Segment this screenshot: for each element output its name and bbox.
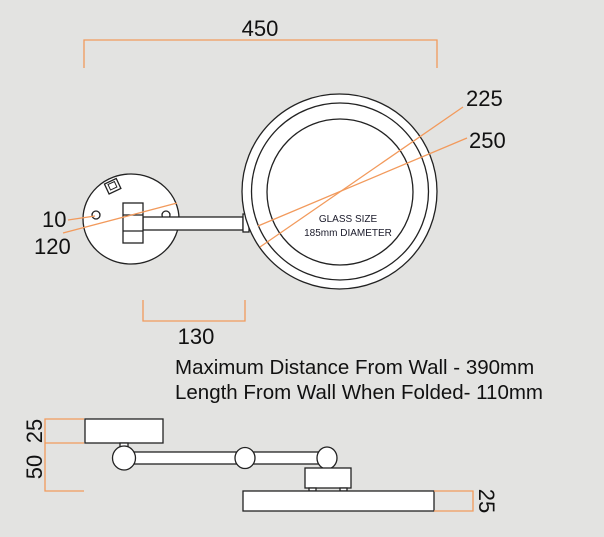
joint-middle xyxy=(234,446,256,470)
plate-slot xyxy=(103,177,122,195)
diameter-225-line xyxy=(259,106,464,248)
mirror-mount xyxy=(304,467,352,489)
height-dimension-line xyxy=(44,418,84,492)
side-view: 25 50 25 xyxy=(22,418,499,513)
folded-length-note: Length From Wall When Folded- 110mm xyxy=(175,381,543,404)
mirror-front: 225 250 GLASS SIZE 185mm DIAMETER xyxy=(241,86,506,290)
plate-depth-label: 25 xyxy=(22,419,47,443)
width-label: 450 xyxy=(242,16,279,41)
glass-diameter-label: 185mm DIAMETER xyxy=(304,228,392,239)
plate-diameter-label: 120 xyxy=(34,234,71,259)
side-arm xyxy=(123,451,328,465)
joint-right xyxy=(316,446,338,470)
arm-hinge xyxy=(122,202,144,244)
mirror-depth-line xyxy=(434,490,474,512)
side-mirror xyxy=(242,490,435,512)
joint-left xyxy=(111,445,137,471)
arm-bar xyxy=(142,216,244,231)
width-dimension-line xyxy=(83,39,438,68)
max-distance-note: Maximum Distance From Wall - 390mm xyxy=(175,356,534,379)
side-wall-plate xyxy=(84,418,164,444)
width-dimension: 450 xyxy=(83,16,438,68)
plate-diameter-line xyxy=(62,202,178,234)
screw-hole-left xyxy=(91,210,101,220)
hole-offset-line xyxy=(67,215,96,221)
diameter-250-line xyxy=(257,137,468,227)
diameter-225-label: 225 xyxy=(466,86,503,111)
arm-length-label: 130 xyxy=(178,324,215,349)
diameter-250-label: 250 xyxy=(469,128,506,153)
plate-slot-inner xyxy=(107,180,118,191)
mirror-depth-label: 25 xyxy=(474,489,499,513)
wall-plate-front: 10 120 xyxy=(34,173,250,265)
hole-offset-label: 10 xyxy=(42,207,66,232)
arm-height-label: 50 xyxy=(22,455,47,479)
glass-size-label: GLASS SIZE xyxy=(319,214,378,225)
arm-length-dimension: 130 xyxy=(142,300,246,349)
arm-length-line xyxy=(142,300,246,322)
